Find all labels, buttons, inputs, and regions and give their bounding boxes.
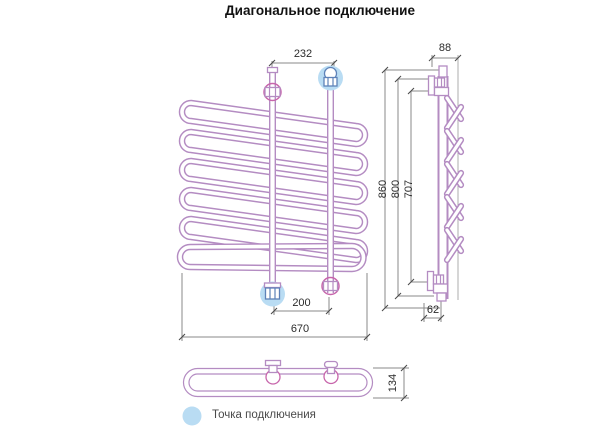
side-view-bottom-fitting xyxy=(426,270,449,302)
page-title: Диагональное подключение xyxy=(225,3,415,18)
dim-height-mount: 800 xyxy=(390,179,402,199)
dim-height-inner: 707 xyxy=(403,179,415,199)
side-view xyxy=(426,65,465,302)
front-view-risers xyxy=(269,66,334,301)
top-view-right-fitting xyxy=(323,360,339,375)
top-view-left-fitting xyxy=(264,359,282,374)
side-view-diagonal-rungs xyxy=(443,94,465,264)
dim-height-total: 860 xyxy=(377,179,389,199)
legend-connection-point-marker xyxy=(182,406,202,426)
dim-top-spacing: 232 xyxy=(293,48,313,60)
legend-label: Точка подключения xyxy=(212,409,316,421)
dimension-lines xyxy=(178,54,462,402)
top-view xyxy=(182,359,374,398)
dim-depth-top: 88 xyxy=(438,42,452,54)
dim-bottom-spacing: 200 xyxy=(292,297,311,309)
dim-bottom-offset: 62 xyxy=(426,304,440,316)
side-view-top-fitting xyxy=(427,65,450,97)
dim-total-width: 670 xyxy=(290,323,310,335)
dim-top-view-depth: 134 xyxy=(387,373,399,393)
front-view-fittings xyxy=(263,66,340,300)
front-view-coil xyxy=(176,99,369,273)
